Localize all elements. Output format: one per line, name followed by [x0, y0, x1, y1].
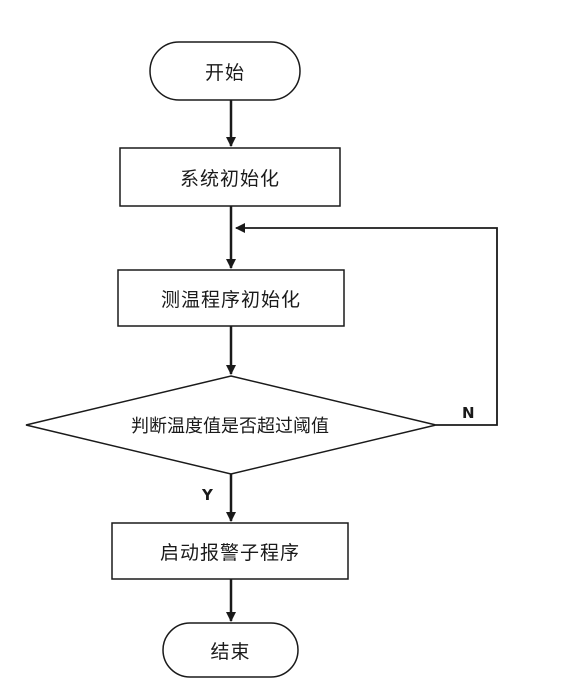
arrow-no-loop [235, 223, 498, 426]
edge-label-no: N [462, 404, 475, 422]
init-system-box [119, 147, 341, 207]
init-system-label: 系统初始化 [179, 167, 280, 190]
edge-label-yes: Y [202, 486, 213, 504]
alarm-box [111, 522, 349, 580]
end-terminal [162, 622, 299, 678]
start-terminal [149, 41, 301, 101]
start-label: 开始 [204, 61, 245, 84]
init-temp-label: 测温程序初始化 [160, 288, 301, 311]
end-label: 结束 [210, 640, 251, 663]
alarm-label: 启动报警子程序 [159, 541, 300, 564]
decision-label: 判断温度值是否超过阈值 [131, 416, 329, 437]
